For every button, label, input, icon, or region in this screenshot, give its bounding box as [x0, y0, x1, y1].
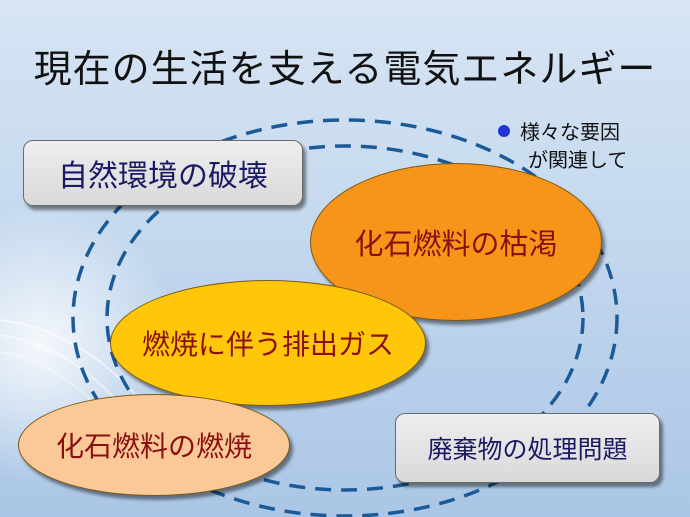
nature-destruction-box: 自然環境の破壊 — [23, 140, 303, 206]
slide-title: 現在の生活を支える電気エネルギー — [33, 47, 657, 91]
combustion-exhaust-ellipse: 燃焼に伴う排出ガス — [110, 280, 426, 406]
bullet-icon — [498, 125, 510, 137]
fossil-fuel-combustion-ellipse: 化石燃料の燃焼 — [18, 394, 290, 496]
fossil-fuel-depletion-ellipse: 化石燃料の枯渇 — [310, 163, 602, 321]
waste-disposal-box: 廃棄物の処理問題 — [395, 413, 660, 483]
note-line-1: 様々な要因 — [498, 118, 627, 146]
note-line-2: が関連して — [528, 148, 628, 172]
note: 様々な要因 が関連して — [498, 118, 627, 174]
